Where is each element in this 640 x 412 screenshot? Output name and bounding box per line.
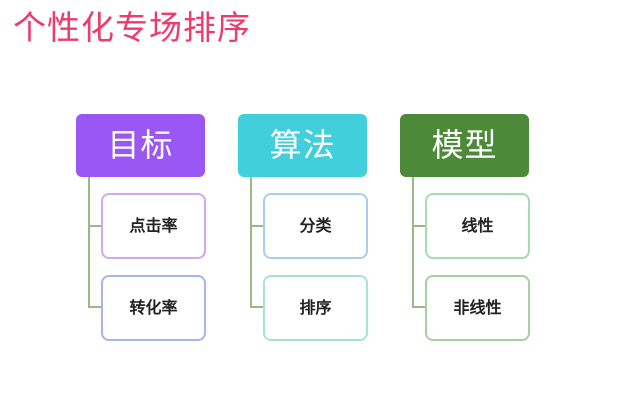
connector-branch xyxy=(412,225,425,227)
header-model: 模型 xyxy=(400,114,529,177)
node-nonlinear: 非线性 xyxy=(425,275,530,341)
node-linear: 线性 xyxy=(425,193,530,259)
connector-vertical xyxy=(412,177,414,308)
page-title: 个性化专场排序 xyxy=(13,8,251,47)
connector-branch xyxy=(88,225,101,227)
node-ranking: 排序 xyxy=(263,275,368,341)
connector-branch xyxy=(250,306,263,308)
node-classification: 分类 xyxy=(263,193,368,259)
connector-vertical xyxy=(250,177,252,308)
header-algorithm: 算法 xyxy=(238,114,367,177)
header-goal: 目标 xyxy=(76,114,205,177)
connector-vertical xyxy=(88,177,90,308)
node-conversion-rate: 转化率 xyxy=(101,275,206,341)
connector-branch xyxy=(250,225,263,227)
connector-branch xyxy=(412,306,425,308)
node-click-rate: 点击率 xyxy=(101,193,206,259)
connector-branch xyxy=(88,306,101,308)
